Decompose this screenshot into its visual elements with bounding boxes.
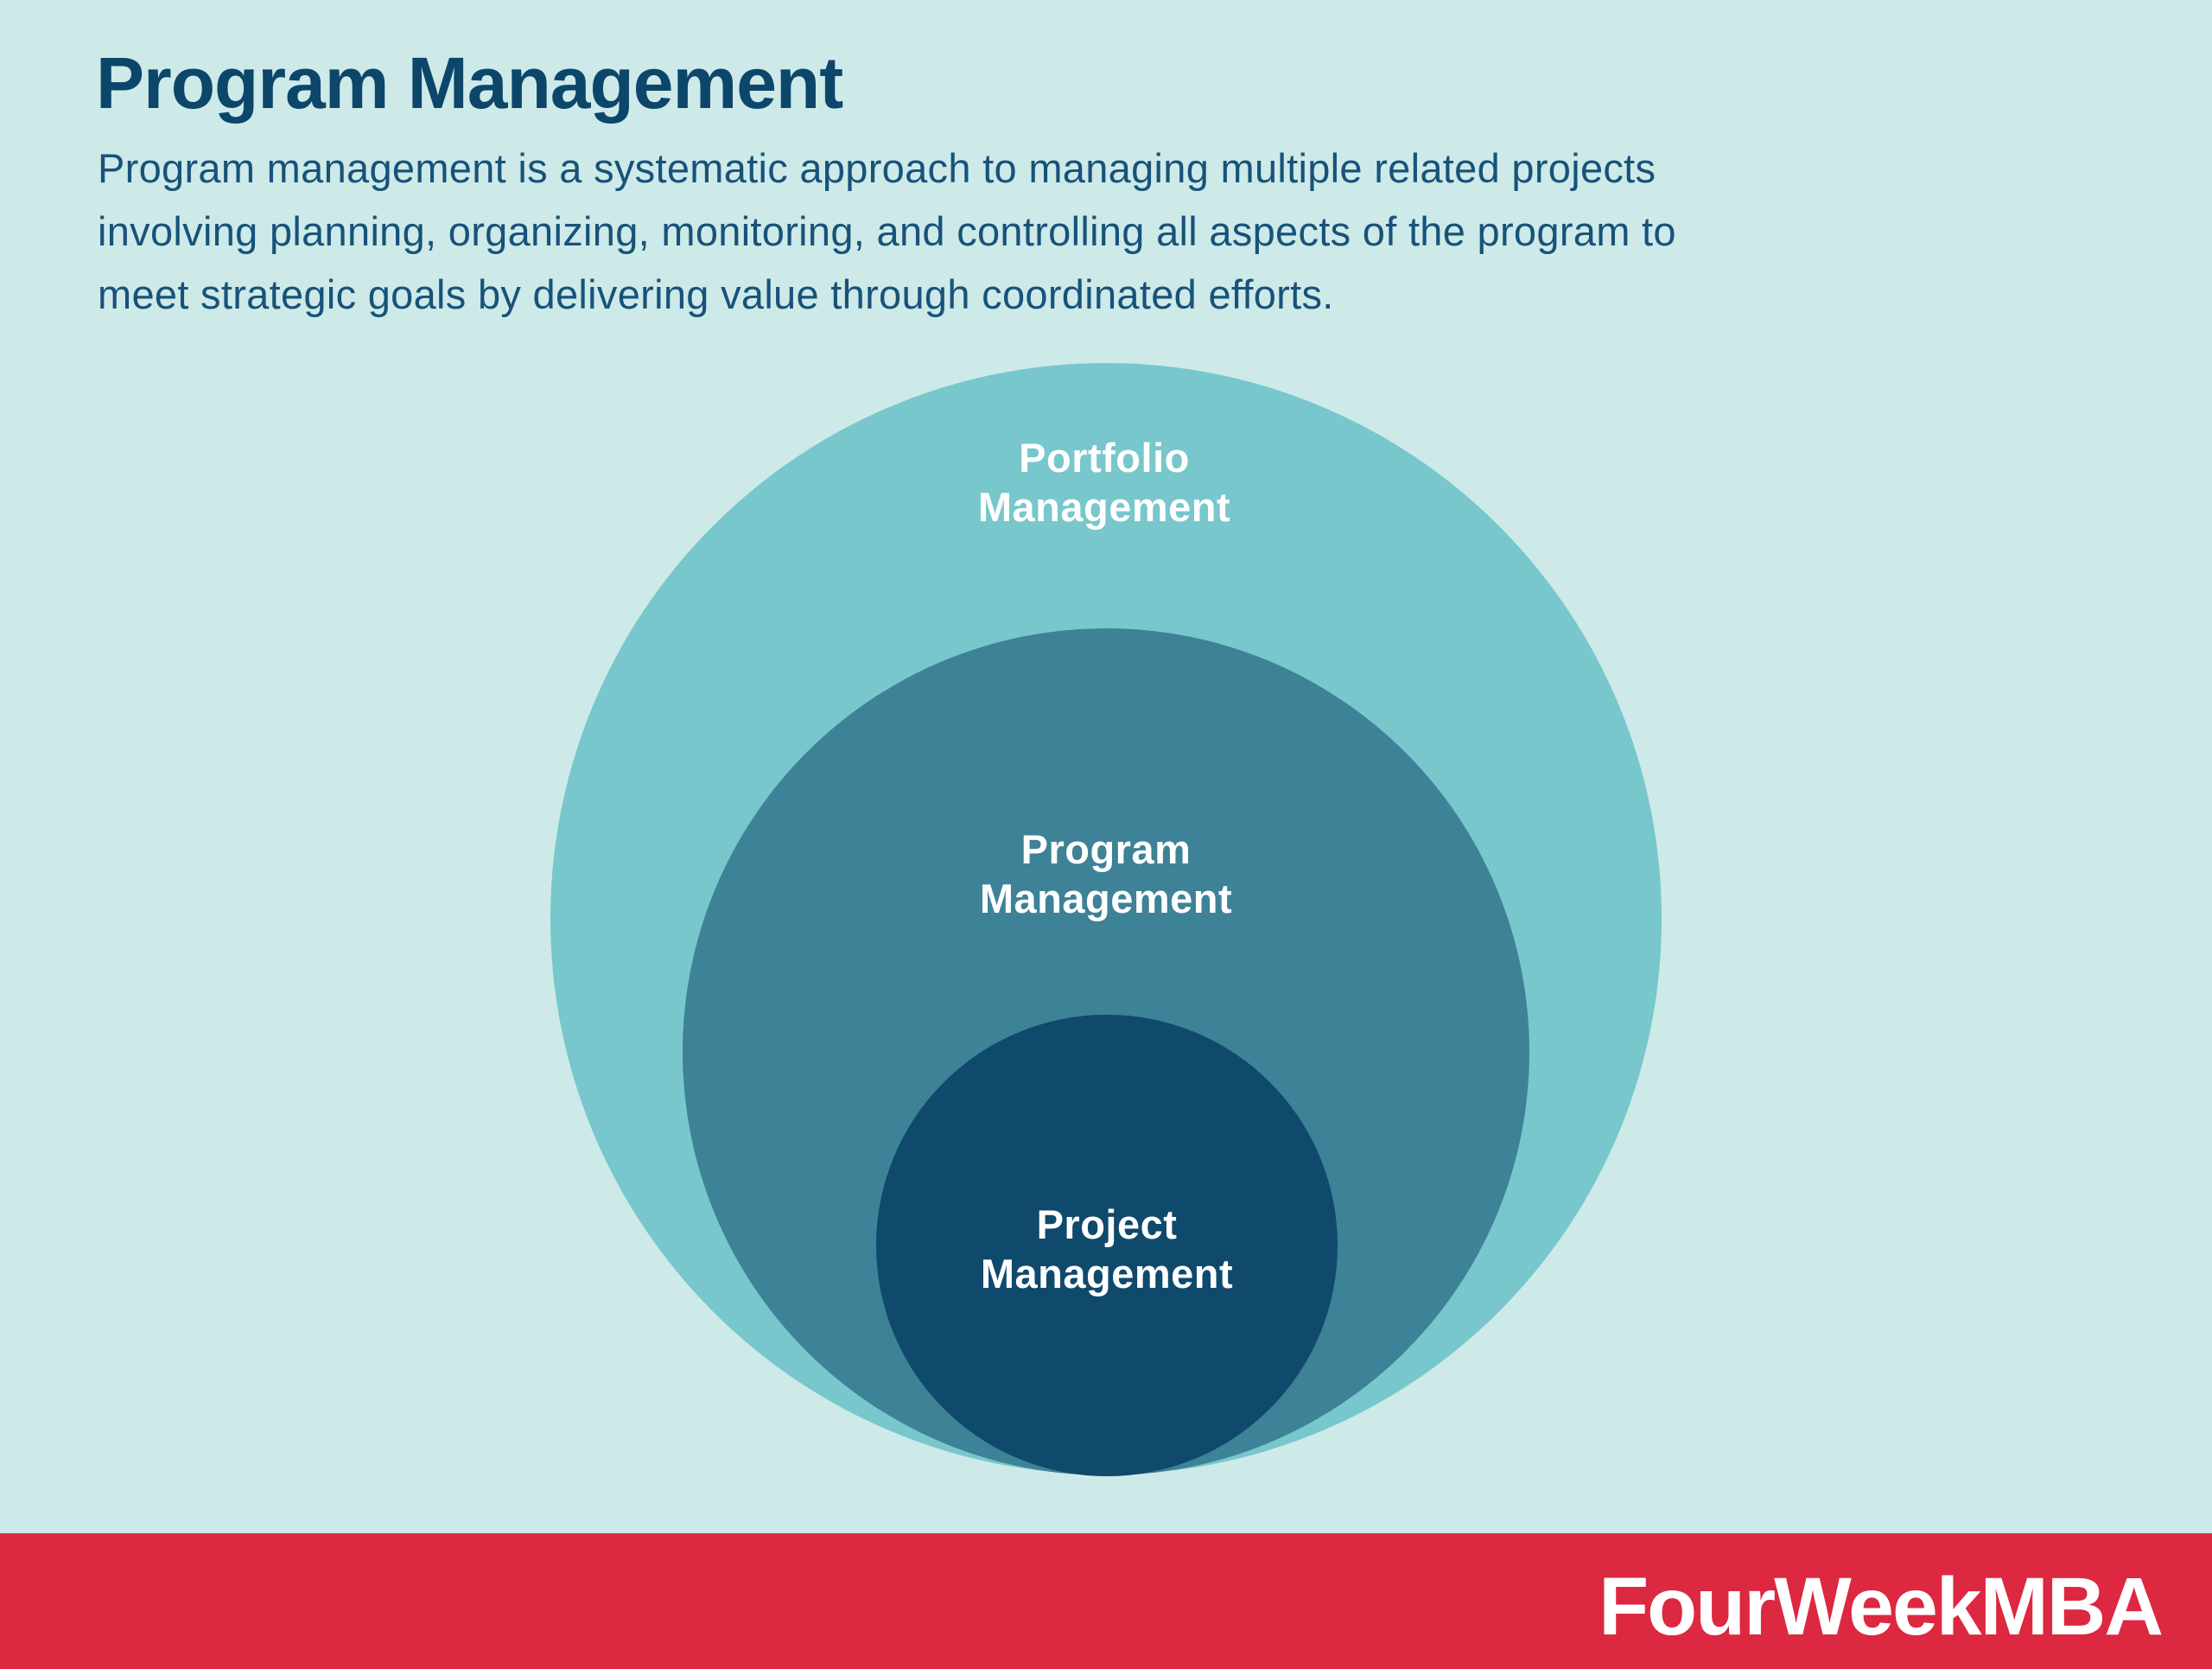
program-management-label: Program Management (760, 825, 1452, 923)
label-line: Management (979, 876, 1233, 921)
label-line: Program (1020, 826, 1192, 872)
page-description: Program management is a systematic appro… (98, 137, 1676, 326)
page-title: Program Management (96, 42, 843, 124)
label-line: Management (980, 1251, 1234, 1296)
footer-bar: FourWeekMBA (0, 1533, 2212, 1669)
label-line: Management (977, 484, 1231, 530)
label-line: Portfolio (1019, 435, 1190, 481)
project-management-circle (876, 1015, 1338, 1476)
project-management-label: Project Management (761, 1200, 1452, 1298)
description-line: Program management is a systematic appro… (98, 145, 1656, 191)
description-line: meet strategic goals by delivering value… (98, 271, 1334, 317)
description-line: involving planning, organizing, monitori… (98, 208, 1676, 254)
portfolio-management-label: Portfolio Management (759, 433, 1450, 532)
brand-logo: FourWeekMBA (1599, 1561, 2164, 1653)
label-line: Project (1036, 1201, 1178, 1247)
